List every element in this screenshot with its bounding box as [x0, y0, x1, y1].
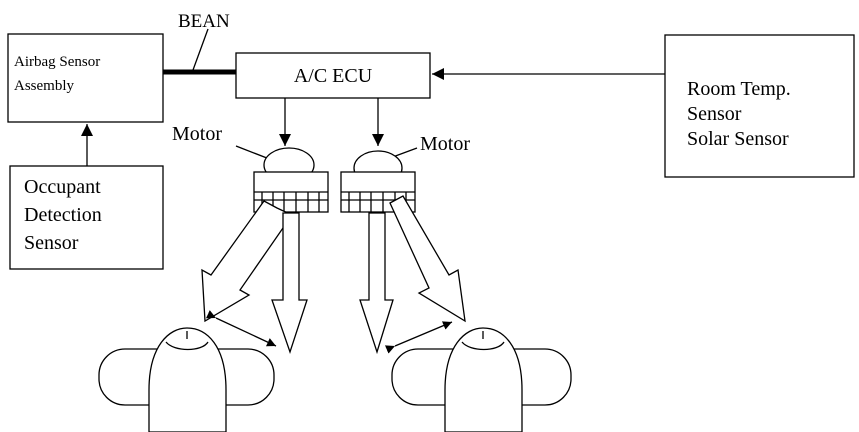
right-occupant-figure	[391, 327, 572, 432]
left-motor-register	[253, 147, 329, 213]
room-temp-solar-sensor-box: Room Temp. Sensor Solar Sensor	[664, 34, 855, 178]
ac-ecu-label: A/C ECU	[294, 65, 373, 87]
airbag-box-line1: Airbag Sensor	[14, 54, 100, 70]
motor-label-left: Motor	[172, 123, 222, 145]
room-box-line2: Sensor	[687, 103, 742, 125]
bean-bus: BEAN	[163, 11, 236, 75]
airflow-arrow-right-diagonal	[389, 195, 466, 323]
occupant-box-line3: Sensor	[24, 232, 79, 254]
left-occupant-figure	[98, 327, 275, 432]
airbag-box-line2: Assembly	[14, 78, 75, 94]
occupant-box-line2: Detection	[24, 204, 102, 226]
right-occupant-head	[444, 327, 523, 432]
occupant-detection-sensor-box: Occupant Detection Sensor	[9, 165, 164, 270]
airflow-arrow-right-straight	[359, 212, 394, 355]
room-box-line3: Solar Sensor	[687, 128, 789, 150]
occupant-box-line1: Occupant	[24, 176, 101, 198]
right-occupant-face	[461, 341, 505, 351]
airbag-sensor-assembly-box: Airbag Sensor Assembly	[7, 33, 164, 123]
room-box-line1: Room Temp.	[687, 78, 791, 100]
left-occupant-head	[148, 327, 227, 432]
bean-label: BEAN	[178, 11, 230, 32]
airflow-arrow-left-diagonal	[201, 200, 293, 323]
double-arrow-left	[205, 310, 277, 347]
left-occupant-face	[165, 341, 209, 351]
double-arrow-right	[384, 321, 453, 354]
bean-leader-line	[192, 28, 209, 71]
airflow-arrow-left-straight	[271, 212, 308, 355]
motor-label-right: Motor	[420, 133, 470, 155]
ac-ecu-box: A/C ECU	[235, 52, 431, 99]
